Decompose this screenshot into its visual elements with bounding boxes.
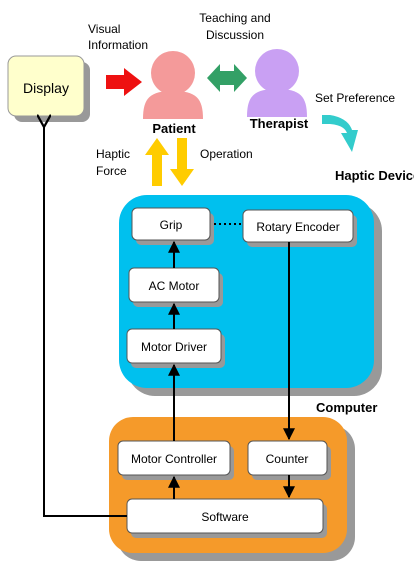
haptic-force-label-1: Haptic <box>96 147 130 161</box>
software-node: Software <box>126 498 327 538</box>
set-preference-arrow <box>322 115 358 152</box>
ac-motor-label: AC Motor <box>149 279 200 293</box>
grip-node: Grip <box>131 207 214 245</box>
display-label: Display <box>23 80 69 96</box>
visual-information-label-2: Information <box>88 38 148 52</box>
grip-label: Grip <box>160 218 183 232</box>
visual-information-arrow <box>106 68 142 96</box>
set-preference-label: Set Preference <box>315 91 395 105</box>
software-label: Software <box>201 510 249 524</box>
therapist-label: Therapist <box>250 116 309 131</box>
counter-node: Counter <box>247 440 331 480</box>
teaching-discussion-label-2: Discussion <box>206 28 264 42</box>
motor-driver-node: Motor Driver <box>126 328 225 368</box>
haptic-force-label-2: Force <box>96 164 127 178</box>
rotary-encoder-node: Rotary Encoder <box>242 209 357 247</box>
motor-controller-label: Motor Controller <box>131 452 217 466</box>
ac-motor-node: AC Motor <box>128 267 223 307</box>
teaching-discussion-label-1: Teaching and <box>199 11 270 25</box>
haptic-device-label: Haptic Device <box>335 168 414 183</box>
rotary-encoder-label: Rotary Encoder <box>256 220 339 234</box>
visual-information-label-1: Visual <box>88 22 120 36</box>
teaching-discussion-arrow <box>207 64 247 92</box>
patient-icon <box>143 51 203 119</box>
display-node: Display <box>7 55 90 122</box>
operation-arrow <box>170 138 194 186</box>
counter-label: Counter <box>266 452 309 466</box>
software-to-display-arrow <box>44 127 127 517</box>
motor-driver-label: Motor Driver <box>141 340 207 354</box>
patient-label: Patient <box>152 121 196 136</box>
therapist-icon <box>247 49 307 117</box>
operation-label: Operation <box>200 147 253 161</box>
computer-label: Computer <box>316 400 377 415</box>
haptic-force-arrow <box>145 138 169 186</box>
motor-controller-node: Motor Controller <box>117 440 234 480</box>
